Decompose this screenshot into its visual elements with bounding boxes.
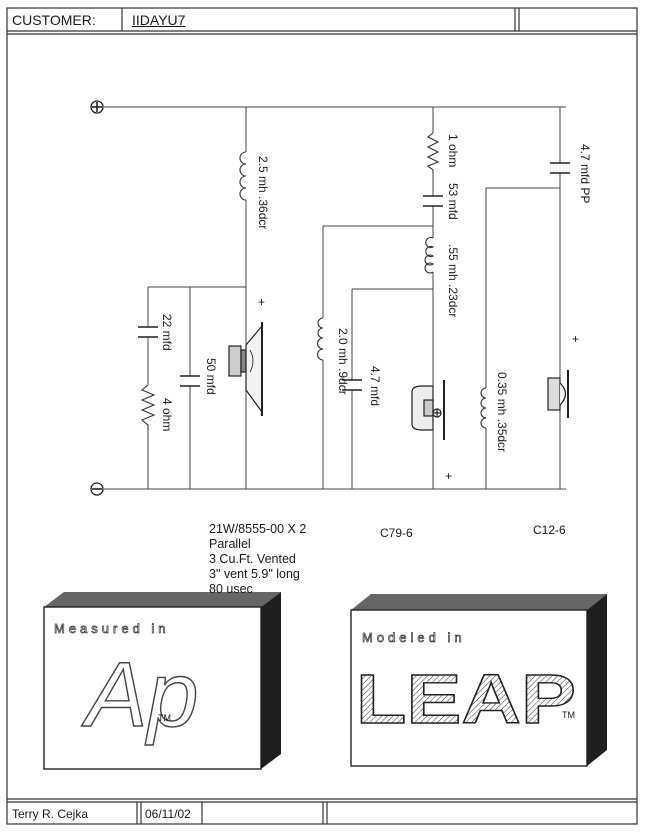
leap-logo-tm: TM xyxy=(562,710,575,720)
tweeter-shunt-inductor xyxy=(480,387,487,429)
mid-shunt-inductor-label: 2.0 mh .9dcr xyxy=(336,328,350,395)
midrange-polarity-mark: + xyxy=(445,469,453,483)
notes-line-3: 3 Cu.Ft. Vented xyxy=(209,552,296,566)
tweeter-series-cap-label: 4.7 mfd PP xyxy=(578,144,592,204)
mid-shunt-cap-label: 4.7 mfd xyxy=(368,366,382,407)
negative-terminal xyxy=(90,482,104,496)
tweeter-shunt-inductor-label: 0.35 mh .35dcr xyxy=(495,372,509,453)
customer-label: CUSTOMER: xyxy=(12,12,96,28)
notes-line-4: 3" vent 5.9" long xyxy=(209,567,300,581)
midrange-driver xyxy=(411,380,445,440)
woofer-model: 21W/8555-00 X 2 xyxy=(209,522,307,536)
drawing-date: 06/11/02 xyxy=(145,807,191,821)
tweeter-driver xyxy=(547,370,569,418)
page-frame xyxy=(6,7,638,825)
woofer-shunt-capacitor xyxy=(180,375,200,387)
mid-series-inductor xyxy=(424,236,435,274)
leap-logo-caption: Modeled in xyxy=(362,630,466,646)
woofer-notes: 21W/8555-00 X 2 Parallel 3 Cu.Ft. Vented… xyxy=(209,522,306,597)
mid-shunt-capacitor xyxy=(342,379,362,391)
ap-logo: Ap xyxy=(43,592,281,770)
woofer-inductor xyxy=(239,151,247,201)
woofer-driver xyxy=(228,322,263,416)
woofer-inductor-label: 2.5 mh .36dcr xyxy=(256,156,270,230)
ap-logo-caption: Measured in xyxy=(54,621,170,637)
leap-logo-word: LEAP xyxy=(356,660,576,738)
customer-value: IIDAYU7 xyxy=(132,12,186,28)
midrange-model: C79-6 xyxy=(380,526,413,540)
ap-logo-tm: TM xyxy=(158,713,171,723)
author-name: Terry R. Cejka xyxy=(12,807,89,821)
zobel-resistor xyxy=(140,384,156,430)
woofer-polarity-mark: + xyxy=(258,295,266,309)
zobel-capacitor xyxy=(138,326,158,338)
tweeter-series-capacitor xyxy=(550,162,570,174)
circuit-wires xyxy=(104,106,566,490)
mid-series-inductor-label: .55 mh .23dcr xyxy=(446,244,460,318)
mid-resistor-label: 1 ohm xyxy=(446,134,460,168)
tweeter-polarity-mark: + xyxy=(572,332,580,346)
woofer-shunt-cap-label: 50 mfd xyxy=(204,358,218,395)
ap-logo-word: Ap xyxy=(81,644,199,746)
notes-line-5: 80 usec xyxy=(209,582,253,596)
tweeter-model: C12-6 xyxy=(533,523,566,537)
notes-line-2: Parallel xyxy=(209,537,251,551)
positive-terminal xyxy=(90,100,104,114)
leap-logo: LEAP xyxy=(350,594,607,767)
zobel-cap-label: 22 mfd xyxy=(160,314,174,351)
mid-resistor xyxy=(426,132,440,173)
mid-series-cap-label: 53 mfd xyxy=(446,183,460,220)
zobel-res-label: 4 ohm xyxy=(160,398,174,432)
mid-series-capacitor xyxy=(423,195,443,207)
mid-shunt-inductor xyxy=(317,317,324,361)
